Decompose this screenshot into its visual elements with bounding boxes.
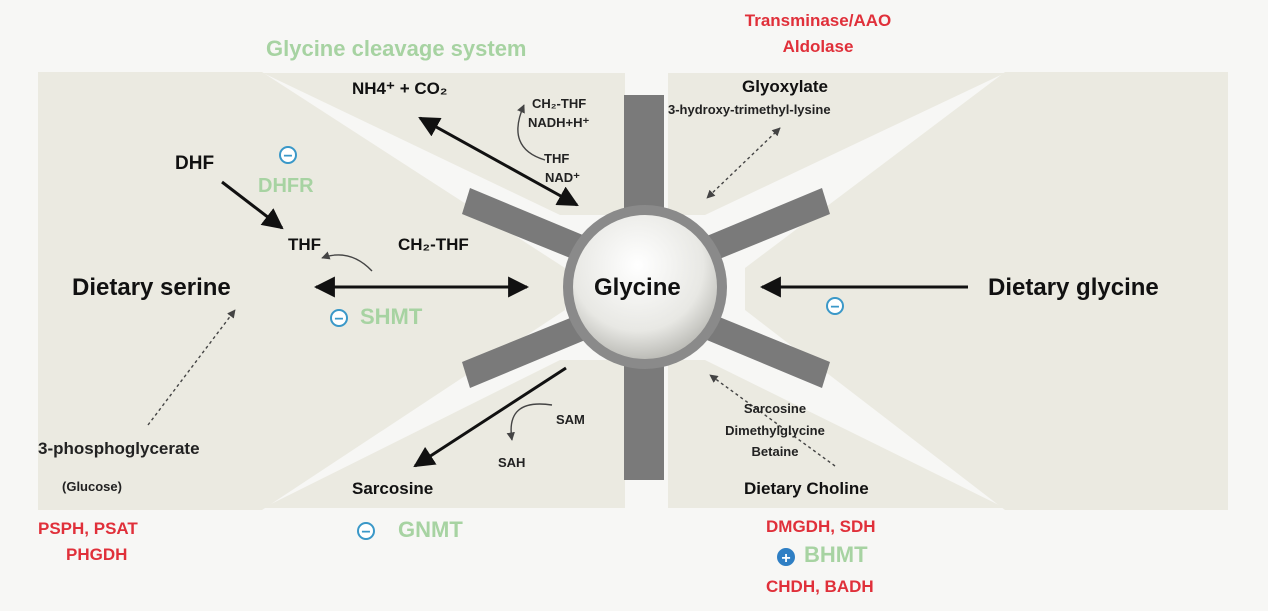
label-thf-top: THF [544, 151, 570, 166]
label-dhf: DHF [175, 153, 215, 174]
arrow-glyoxylate [706, 127, 781, 199]
enzyme-dmgdh-sdh: DMGDH, SDH [766, 517, 876, 536]
spoke-lower-left [462, 314, 590, 388]
label-hydroxy-trimethyl-lysine: 3-hydroxy-trimethyl-lysine [668, 102, 831, 117]
enzyme-aldolase: Aldolase [782, 37, 854, 56]
minus-icon: − [330, 309, 348, 328]
enzyme-gnmt: GNMT [398, 517, 463, 542]
glycine-node [573, 215, 717, 359]
arrow-cleavage [418, 116, 579, 207]
panel-bottom-left [263, 360, 625, 508]
spoke-upper-left [462, 188, 590, 262]
arrow-choline-glycine [709, 374, 836, 467]
panel-bottom-right [668, 360, 1005, 508]
label-betaine: Betaine [751, 444, 799, 459]
panel-right [745, 72, 1228, 510]
label-nadh: NADH+H⁺ [528, 115, 590, 130]
label-glycine-center: Glycine [594, 274, 681, 301]
label-nad: NAD⁺ [545, 170, 581, 185]
label-ch2thf-top: CH₂-THF [532, 96, 587, 111]
label-dimethylglycine: Dimethylglycine [725, 423, 825, 438]
enzyme-transaminase: Transminase/AAO [744, 11, 892, 30]
minus-icon: − [279, 146, 297, 165]
label-thf-left: THF [288, 235, 322, 254]
arrow-to-sarcosine [413, 366, 567, 468]
enzyme-shmt: SHMT [360, 304, 423, 329]
spoke-upper-right [702, 188, 830, 262]
enzyme-chdh-badh: CHDH, BADH [766, 577, 874, 596]
label-sarcosine: Sarcosine [352, 479, 434, 498]
spoke-lower-right [702, 314, 830, 388]
label-nh4-co2: NH4⁺ + CO₂ [352, 79, 448, 98]
plus-icon: + [777, 548, 795, 567]
curve-cleavage-cofactor [517, 104, 546, 161]
label-dietary-choline: Dietary Choline [744, 479, 869, 498]
enzyme-phgdh: PHGDH [66, 545, 128, 564]
label-glyoxylate: Glyoxylate [742, 77, 828, 96]
enzyme-bhmt: BHMT [804, 542, 868, 567]
enzyme-glycine-cleavage: Glycine cleavage system [266, 36, 527, 61]
enzyme-psph-psat: PSPH, PSAT [38, 519, 138, 538]
label-sah: SAH [498, 455, 526, 470]
label-phosphoglycerate: 3-phosphoglycerate [38, 439, 200, 458]
title-dietary-serine: Dietary serine [72, 274, 231, 301]
label-ch2thf-left: CH₂-THF [398, 235, 469, 254]
label-glucose: (Glucose) [62, 479, 122, 494]
enzyme-dhfr: DHFR [258, 175, 314, 197]
minus-icon: − [357, 522, 375, 541]
panel-left [38, 72, 565, 510]
arrow-phosphoglycerate-serine [147, 309, 236, 426]
arrow-dhf-thf [221, 180, 284, 230]
title-dietary-glycine: Dietary glycine [988, 274, 1159, 301]
minus-icon: − [826, 297, 844, 316]
label-sam: SAM [556, 412, 585, 427]
curve-sam-sah [506, 403, 553, 441]
curve-ch2thf-thf [321, 251, 373, 272]
label-sarcosine-mid: Sarcosine [743, 401, 807, 416]
